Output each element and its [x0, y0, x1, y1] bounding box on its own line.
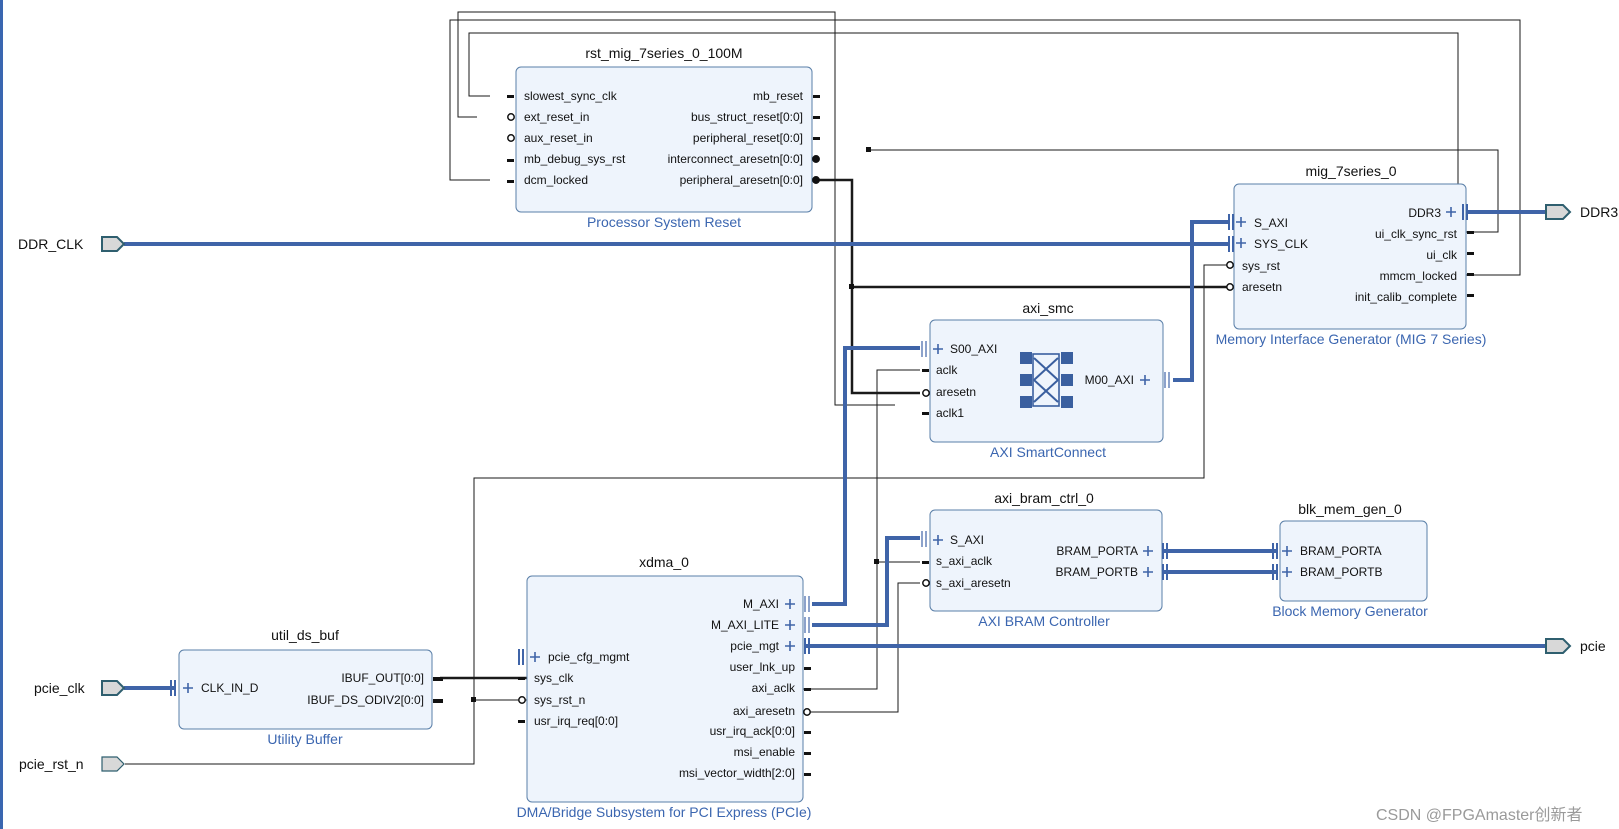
block-subtitle: DMA/Bridge Subsystem for PCI Express (PC…: [517, 804, 812, 820]
ds-buf-right-pins: IBUF_OUT[0:0] IBUF_DS_ODIV2[0:0]: [307, 671, 443, 707]
svg-text:s_axi_aclk: s_axi_aclk: [936, 554, 993, 568]
svg-text:IBUF_OUT[0:0]: IBUF_OUT[0:0]: [341, 671, 424, 685]
xdma-left-pins: pcie_cfg_mgmt sys_clk sys_rst_n usr_irq_…: [518, 649, 630, 728]
ext-port-ddr3[interactable]: DDR3: [1545, 204, 1618, 220]
smc-crossbar-icon: [1020, 352, 1073, 408]
left-edge-bar: [0, 0, 3, 829]
svg-text:M_AXI: M_AXI: [743, 597, 779, 611]
svg-text:SYS_CLK: SYS_CLK: [1254, 237, 1308, 251]
block-subtitle: Memory Interface Generator (MIG 7 Series…: [1216, 331, 1487, 347]
svg-text:BRAM_PORTB: BRAM_PORTB: [1300, 565, 1382, 579]
mig-left-pins: S_AXI SYS_CLK sys_rst aresetn: [1226, 214, 1308, 294]
svg-text:s_axi_aresetn: s_axi_aresetn: [936, 576, 1011, 590]
svg-text:mb_debug_sys_rst: mb_debug_sys_rst: [524, 152, 626, 166]
block-title: axi_smc: [1022, 300, 1073, 316]
port-label-pcie: pcie: [1580, 638, 1606, 654]
svg-text:M_AXI_LITE: M_AXI_LITE: [711, 618, 779, 632]
ext-port-ddr-clk[interactable]: DDR_CLK: [18, 236, 126, 252]
block-subtitle: Block Memory Generator: [1272, 603, 1428, 619]
rst-right-pins: mb_reset bus_struct_reset[0:0] periphera…: [668, 89, 820, 187]
svg-text:dcm_locked: dcm_locked: [524, 173, 588, 187]
smc-right-pins: M00_AXI: [1085, 372, 1170, 388]
block-util-ds-buf[interactable]: util_ds_buf Utility Buffer CLK_IN_D IBUF…: [170, 627, 443, 747]
block-title: axi_bram_ctrl_0: [994, 490, 1094, 506]
svg-text:BRAM_PORTB: BRAM_PORTB: [1056, 565, 1138, 579]
block-title: util_ds_buf: [271, 627, 339, 643]
svg-text:axi_aclk: axi_aclk: [752, 681, 796, 695]
svg-text:usr_irq_req[0:0]: usr_irq_req[0:0]: [534, 714, 618, 728]
block-subtitle: Utility Buffer: [267, 731, 343, 747]
svg-text:BRAM_PORTA: BRAM_PORTA: [1300, 544, 1382, 558]
watermark: CSDN @FPGAmaster创新者: [1376, 806, 1583, 824]
block-title: blk_mem_gen_0: [1298, 501, 1402, 517]
svg-text:pcie_cfg_mgmt: pcie_cfg_mgmt: [548, 650, 630, 664]
svg-text:aresetn: aresetn: [1242, 280, 1282, 294]
svg-text:ui_clk: ui_clk: [1426, 248, 1458, 262]
svg-text:S_AXI: S_AXI: [1254, 216, 1288, 230]
svg-text:ui_clk_sync_rst: ui_clk_sync_rst: [1375, 227, 1458, 241]
port-label-ddr3: DDR3: [1580, 204, 1618, 220]
port-label-pcie-clk: pcie_clk: [34, 680, 86, 696]
block-title: rst_mig_7series_0_100M: [585, 45, 742, 61]
port-label-ddr-clk: DDR_CLK: [18, 236, 84, 252]
port-label-pcie-rst-n: pcie_rst_n: [19, 756, 84, 772]
block-title: mig_7series_0: [1305, 163, 1396, 179]
svg-text:sys_clk: sys_clk: [534, 671, 574, 685]
svg-text:bus_struct_reset[0:0]: bus_struct_reset[0:0]: [691, 110, 803, 124]
svg-text:sys_rst_n: sys_rst_n: [534, 693, 585, 707]
svg-text:CLK_IN_D: CLK_IN_D: [201, 681, 259, 695]
svg-text:axi_aresetn: axi_aresetn: [733, 704, 795, 718]
block-axi-smc[interactable]: axi_smc AXI SmartConnect S00_AXI aclk ar…: [921, 300, 1170, 460]
svg-text:M00_AXI: M00_AXI: [1085, 373, 1134, 387]
xdma-right-pins: M_AXI M_AXI_LITE pcie_mgt user_lnk_up ax…: [679, 596, 811, 780]
svg-text:aclk: aclk: [936, 363, 958, 377]
block-subtitle: AXI SmartConnect: [990, 444, 1106, 460]
svg-text:S00_AXI: S00_AXI: [950, 342, 997, 356]
block-subtitle: Processor System Reset: [587, 214, 741, 230]
svg-text:msi_enable: msi_enable: [734, 745, 796, 759]
block-title: xdma_0: [639, 554, 689, 570]
ext-port-pcie-clk[interactable]: pcie_clk: [34, 680, 126, 696]
svg-text:interconnect_aresetn[0:0]: interconnect_aresetn[0:0]: [668, 152, 803, 166]
block-axi-bram-ctrl[interactable]: axi_bram_ctrl_0 AXI BRAM Controller S_AX…: [921, 490, 1168, 629]
svg-text:IBUF_DS_ODIV2[0:0]: IBUF_DS_ODIV2[0:0]: [307, 693, 424, 707]
smc-left-pins: S00_AXI aclk aresetn aclk1: [921, 341, 997, 420]
svg-text:S_AXI: S_AXI: [950, 533, 984, 547]
bram-ctrl-left-pins: S_AXI s_axi_aclk s_axi_aresetn: [921, 531, 1011, 590]
svg-text:user_lnk_up: user_lnk_up: [730, 660, 796, 674]
block-mig[interactable]: mig_7series_0 Memory Interface Generator…: [1216, 163, 1487, 347]
block-rst-mig[interactable]: rst_mig_7series_0_100M Processor System …: [507, 45, 820, 230]
svg-text:slowest_sync_clk: slowest_sync_clk: [524, 89, 618, 103]
svg-text:DDR3: DDR3: [1408, 206, 1441, 220]
svg-text:ext_reset_in: ext_reset_in: [524, 110, 589, 124]
ext-port-pcie-rst-n[interactable]: pcie_rst_n: [19, 756, 125, 772]
svg-text:aclk1: aclk1: [936, 406, 964, 420]
bram-ctrl-right-pins: BRAM_PORTA BRAM_PORTB: [1056, 543, 1168, 580]
svg-text:sys_rst: sys_rst: [1242, 259, 1281, 273]
svg-text:usr_irq_ack[0:0]: usr_irq_ack[0:0]: [710, 724, 795, 738]
svg-text:msi_vector_width[2:0]: msi_vector_width[2:0]: [679, 766, 795, 780]
blk-mem-left-pins: BRAM_PORTA BRAM_PORTB: [1272, 543, 1382, 580]
svg-text:mb_reset: mb_reset: [753, 89, 804, 103]
svg-text:aresetn: aresetn: [936, 385, 976, 399]
svg-text:mmcm_locked: mmcm_locked: [1380, 269, 1457, 283]
svg-text:init_calib_complete: init_calib_complete: [1355, 290, 1457, 304]
ext-port-pcie[interactable]: pcie: [1545, 638, 1606, 654]
block-xdma[interactable]: xdma_0 DMA/Bridge Subsystem for PCI Expr…: [517, 554, 812, 820]
bus-lines: [124, 210, 1545, 690]
block-subtitle: AXI BRAM Controller: [978, 613, 1110, 629]
svg-text:pcie_mgt: pcie_mgt: [730, 639, 779, 653]
svg-text:BRAM_PORTA: BRAM_PORTA: [1056, 544, 1138, 558]
svg-text:peripheral_aresetn[0:0]: peripheral_aresetn[0:0]: [680, 173, 803, 187]
svg-text:peripheral_reset[0:0]: peripheral_reset[0:0]: [693, 131, 803, 145]
svg-text:aux_reset_in: aux_reset_in: [524, 131, 593, 145]
mig-right-pins: DDR3 ui_clk_sync_rst ui_clk mmcm_locked …: [1355, 204, 1474, 304]
rst-left-pins: slowest_sync_clk ext_reset_in aux_reset_…: [507, 89, 626, 187]
ds-buf-left-pins: CLK_IN_D: [170, 680, 259, 696]
block-blk-mem-gen[interactable]: blk_mem_gen_0 Block Memory Generator BRA…: [1272, 501, 1428, 619]
net-junctions: [471, 147, 879, 702]
